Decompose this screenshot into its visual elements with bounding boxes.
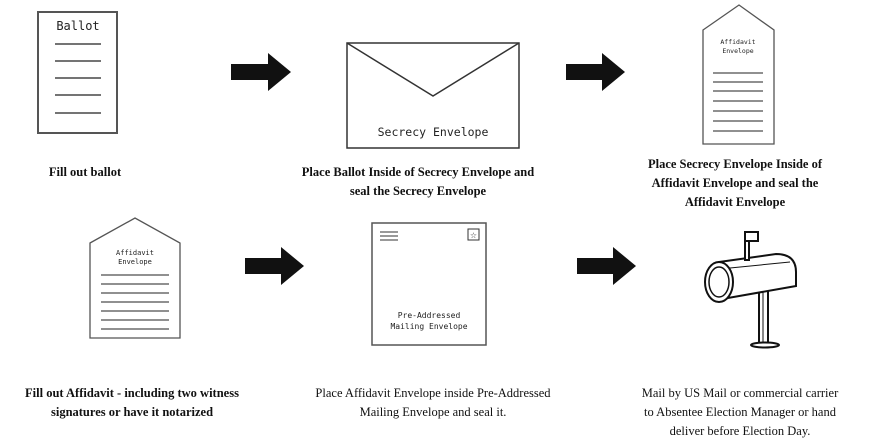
arrow-3: [245, 247, 304, 285]
arrow-4: [577, 247, 636, 285]
mailing-envelope: ☆ Pre-Addressed Mailing Envelope: [371, 222, 487, 346]
step-6-caption: Mail by US Mail or commercial carrier to…: [641, 386, 839, 438]
affidavit-envelope-1: Affidavit Envelope: [702, 4, 775, 145]
step-5-caption: Place Affidavit Envelope inside Pre-Addr…: [315, 386, 551, 419]
arrow-1: [231, 53, 291, 91]
arrow-2: [566, 53, 625, 91]
stamp-icon: [467, 228, 480, 241]
step-4-caption: Fill out Affidavit - including two witne…: [25, 386, 239, 419]
step-2-caption: Place Ballot Inside of Secrecy Envelope …: [301, 165, 535, 198]
step-1-caption: Fill out ballot: [48, 165, 122, 179]
mailing-label-line-1: Pre-Addressed: [398, 311, 461, 320]
mailbox-icon: [704, 231, 797, 349]
affidavit-label-line-1: Affidavit: [720, 38, 755, 46]
ballot-title: Ballot: [56, 19, 99, 33]
mailing-label-line-2: Mailing Envelope: [390, 322, 467, 331]
svg-text:☆: ☆: [470, 231, 477, 240]
affidavit2-label-line-2: Envelope: [118, 258, 152, 266]
affidavit-label-line-2: Envelope: [722, 47, 753, 55]
affidavit-envelope-2: Affidavit Envelope: [89, 217, 181, 339]
secrecy-envelope-label: Secrecy Envelope: [378, 125, 489, 139]
ballot-document: Ballot: [37, 11, 118, 134]
affidavit2-label-line-1: Affidavit: [116, 249, 154, 257]
step-3-caption: Place Secrecy Envelope Inside of Affidav…: [647, 157, 823, 209]
secrecy-envelope: Secrecy Envelope: [346, 42, 520, 149]
